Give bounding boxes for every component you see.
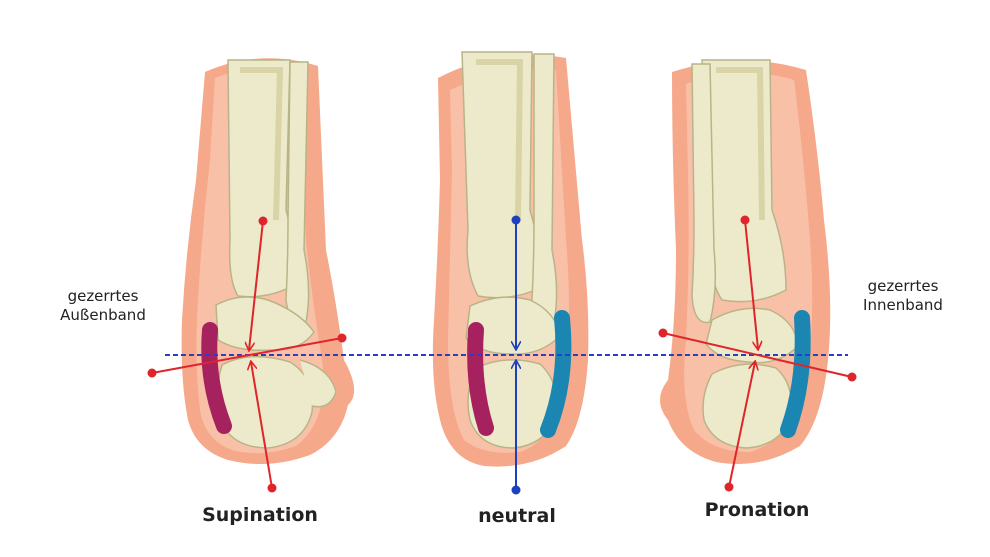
left-ligament-label-line2: Außenband	[60, 306, 146, 324]
axes-pronation	[658, 215, 857, 492]
left-ligament-label-line1: gezerrtes	[67, 287, 139, 305]
caption-supination: Supination	[202, 504, 318, 526]
foot-pronation	[660, 59, 831, 464]
axes-neutral	[512, 215, 521, 495]
right-ligament-label-line2: Innenband	[863, 296, 943, 314]
tibia-neutral	[461, 51, 542, 299]
caption-neutral: neutral	[478, 505, 556, 527]
fibula-supination	[285, 61, 310, 325]
foot-supination	[181, 58, 355, 465]
axes-supination	[147, 216, 347, 493]
calcaneus-supination	[216, 355, 314, 449]
medial-ligament-neutral	[540, 310, 572, 438]
right-ligament-label-line1: gezerrtes	[867, 277, 939, 295]
medial-ligament-pronation	[780, 310, 811, 438]
foot-neutral	[432, 51, 589, 467]
right-ligament-label: gezerrtes Innenband	[848, 277, 958, 315]
lateral-ligament-neutral	[467, 322, 494, 436]
left-ligament-label: gezerrtes Außenband	[48, 287, 158, 325]
fibula-pronation	[691, 63, 717, 324]
lateral-ligament-supination	[201, 322, 232, 434]
fibula-neutral	[531, 53, 558, 325]
caption-pronation: Pronation	[704, 499, 810, 521]
calcaneus-pronation	[702, 363, 793, 449]
